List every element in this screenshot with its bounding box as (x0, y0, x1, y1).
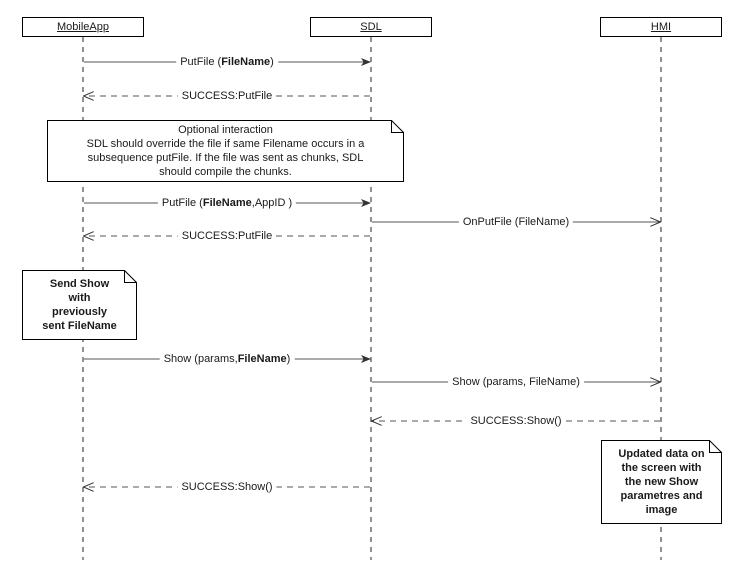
lifelines-layer (82, 37, 662, 560)
note-updated-data[interactable]: Updated data on the screen with the new … (601, 440, 722, 524)
message-label-m1: PutFile (FileName) (176, 56, 278, 68)
note-outline (22, 270, 137, 340)
note-body: Updated data on the screen with the new … (601, 440, 722, 524)
note-body: Send Show with previously sent FileName (22, 270, 137, 340)
note-body: Optional interaction SDL should override… (47, 120, 404, 182)
message-label-m7: Show (params, FileName) (448, 376, 584, 388)
note-outline (601, 440, 722, 524)
lifeline-header-sdl[interactable]: SDL (310, 17, 432, 37)
message-label-m4: OnPutFile (FileName) (458, 216, 574, 228)
lifeline-label-sdl: SDL (360, 20, 382, 33)
note-send-show[interactable]: Send Show with previously sent FileName (22, 270, 137, 340)
note-text: Optional interaction SDL should override… (86, 124, 365, 178)
message-label-m2: SUCCESS:PutFile (177, 90, 277, 102)
note-text: Updated data on the screen with the new … (618, 448, 705, 516)
lifeline-header-mobileapp[interactable]: MobileApp (22, 17, 144, 37)
message-label-m9: SUCCESS:Show() (177, 481, 277, 493)
lifeline-label-mobileapp: MobileApp (57, 20, 109, 33)
note-optional-interaction[interactable]: Optional interaction SDL should override… (47, 120, 404, 182)
message-label-m3: PutFile (FileName,AppID ) (157, 197, 297, 209)
message-label-m5: SUCCESS:PutFile (177, 230, 277, 242)
lifeline-header-hmi[interactable]: HMI (600, 17, 722, 37)
note-outline (47, 120, 404, 182)
message-label-m8: SUCCESS:Show() (466, 415, 566, 427)
note-text: Send Show with previously sent FileName (42, 278, 117, 332)
lifeline-label-hmi: HMI (650, 20, 672, 33)
message-label-m6: Show (params,FileName) (159, 353, 295, 365)
